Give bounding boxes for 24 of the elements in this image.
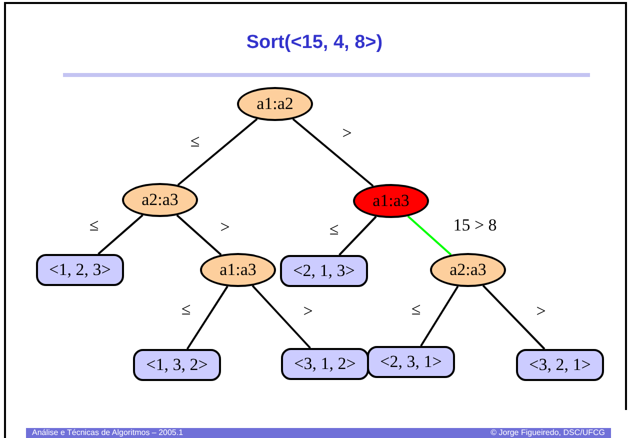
tree-branch-line xyxy=(176,214,222,256)
tree-branch-line xyxy=(482,284,546,350)
permutation-box: <3, 1, 2> xyxy=(281,348,369,380)
decision-ellipse: a1:a3 xyxy=(353,184,429,218)
permutation-box: <2, 1, 3> xyxy=(280,255,368,287)
tree-branch-line xyxy=(407,215,452,256)
tree-branch-line xyxy=(292,118,374,187)
tree-branch-line xyxy=(420,286,459,347)
footer-text: © Jorge Figueiredo, DSC/UFCG xyxy=(490,428,605,437)
tree-branch-line xyxy=(98,214,144,255)
decision-ellipse: a2:a3 xyxy=(430,253,506,287)
permutation-box: <1, 2, 3> xyxy=(36,254,124,286)
decision-ellipse: a1:a3 xyxy=(200,253,276,287)
tree-branch-line xyxy=(177,118,258,186)
tree-branch-line xyxy=(338,216,377,256)
slide-title: Sort(<15, 4, 8>) xyxy=(246,32,383,53)
permutation-box: <1, 3, 2> xyxy=(133,349,221,381)
decision-ellipse: a1:a2 xyxy=(237,87,313,121)
permutation-box: <3, 2, 1> xyxy=(516,349,604,381)
footer-text: Análise e Técnicas de Algoritmos – 2005.1 xyxy=(32,428,184,437)
tree-branch-line xyxy=(186,286,228,350)
tree-branch-line xyxy=(252,285,311,349)
decision-ellipse: a2:a3 xyxy=(122,183,198,217)
permutation-box: <2, 3, 1> xyxy=(367,346,455,378)
